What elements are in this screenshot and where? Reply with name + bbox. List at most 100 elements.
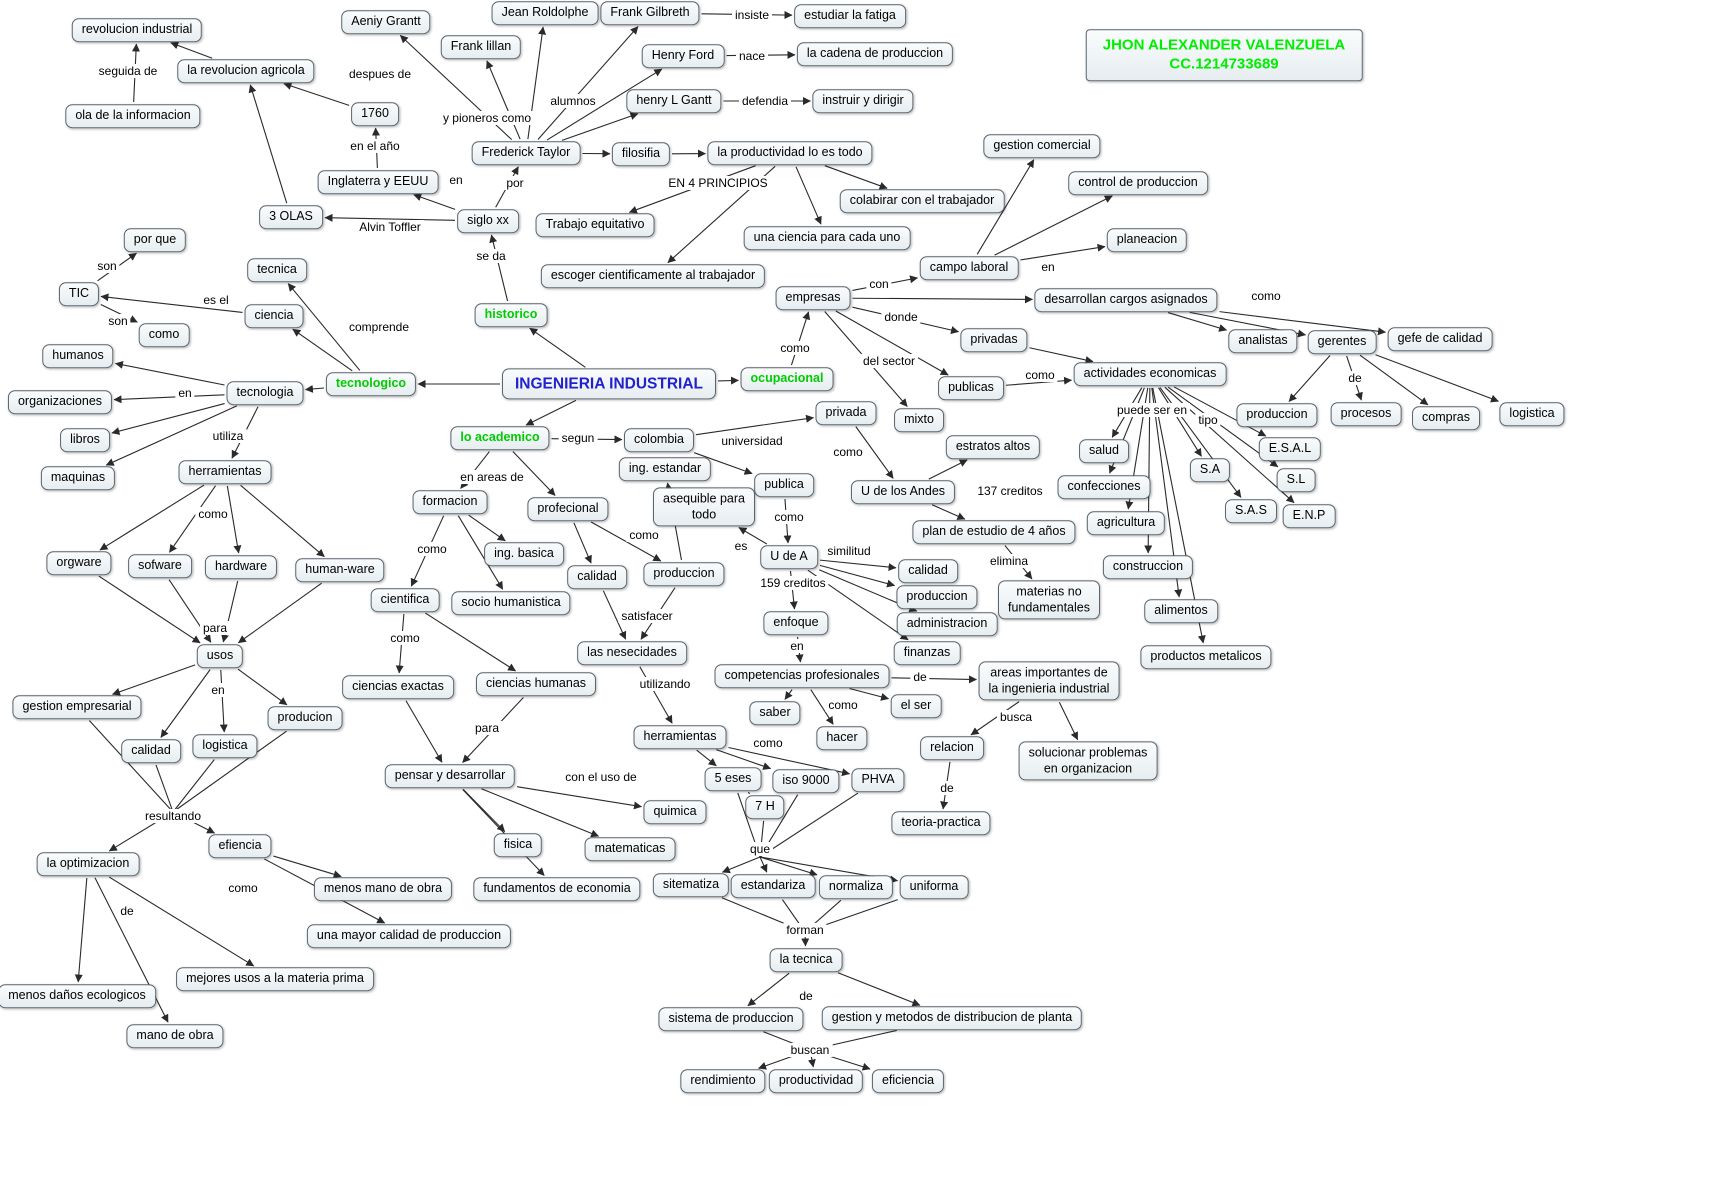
node-ingenieria[interactable]: INGENIERIA INDUSTRIAL (501, 368, 717, 400)
node-mejores-usos[interactable]: mejores usos a la materia prima (176, 967, 374, 991)
node-sistema-produccion[interactable]: sistema de produccion (658, 1007, 804, 1031)
node-el-ser[interactable]: el ser (890, 694, 942, 718)
node-actividades-economicas[interactable]: actividades economicas (1073, 362, 1227, 386)
node-privada[interactable]: privada (815, 401, 877, 425)
node-lo-academico[interactable]: lo academico (450, 426, 550, 450)
node-calidad3[interactable]: calidad (121, 739, 181, 763)
node-logistica2[interactable]: logistica (192, 734, 258, 758)
node-desarrollan-cargos[interactable]: desarrollan cargos asignados (1034, 288, 1218, 312)
node-colombia[interactable]: colombia (623, 428, 695, 452)
node-phva[interactable]: PHVA (851, 768, 905, 792)
node-tres-olas[interactable]: 3 OLAS (259, 205, 323, 229)
node-confecciones[interactable]: confecciones (1057, 475, 1151, 499)
node-cientifica[interactable]: cientifica (370, 588, 440, 612)
node-planeacion[interactable]: planeacion (1106, 228, 1188, 252)
node-gerentes[interactable]: gerentes (1307, 330, 1377, 354)
node-publica[interactable]: publica (754, 473, 814, 497)
node-mayor-calidad[interactable]: una mayor calidad de produccion (306, 924, 512, 948)
node-administracion[interactable]: administracion (896, 612, 998, 636)
node-compras[interactable]: compras (1412, 406, 1480, 430)
node-escoger[interactable]: escoger cientificamente al trabajador (540, 264, 766, 288)
node-ciencia[interactable]: ciencia (244, 304, 304, 328)
node-por-que[interactable]: por que (123, 228, 187, 252)
node-publicas[interactable]: publicas (938, 376, 1004, 400)
node-la-optimizacion[interactable]: la optimizacion (36, 852, 140, 876)
node-empresas[interactable]: empresas (775, 286, 851, 310)
node-ola-informacion[interactable]: ola de la informacion (65, 104, 201, 128)
node-tic[interactable]: TIC (58, 282, 100, 306)
node-organizaciones[interactable]: organizaciones (7, 390, 113, 414)
node-relacion[interactable]: relacion (920, 736, 984, 760)
node-enp[interactable]: E.N.P (1282, 504, 1336, 528)
node-name-box[interactable]: JHON ALEXANDER VALENZUELA CC.1214733689 (1085, 29, 1363, 81)
node-gestion-comercial[interactable]: gestion comercial (983, 134, 1101, 158)
node-produccion-t[interactable]: produccion (1236, 403, 1318, 427)
node-rev-agricola[interactable]: la revolucion agricola (177, 59, 315, 83)
node-gestion-metodos[interactable]: gestion y metodos de distribucion de pla… (821, 1006, 1083, 1030)
node-sofware[interactable]: sofware (128, 554, 192, 578)
node-analistas[interactable]: analistas (1228, 329, 1298, 353)
node-alimentos[interactable]: alimentos (1144, 599, 1218, 623)
node-inglaterra-eeuu[interactable]: Inglaterra y EEUU (317, 170, 439, 194)
node-quimica[interactable]: quimica (643, 800, 707, 824)
node-ciencias-humanas[interactable]: ciencias humanas (475, 672, 597, 696)
node-ocupacional[interactable]: ocupacional (740, 367, 834, 391)
node-producion[interactable]: producion (267, 706, 343, 730)
node-teoria-practica[interactable]: teoria-practica (891, 811, 991, 835)
node-rev-industrial[interactable]: revolucion industrial (71, 18, 203, 42)
node-frank-lillan[interactable]: Frank lillan (440, 35, 522, 59)
node-campo-laboral[interactable]: campo laboral (919, 256, 1019, 280)
node-herramientas1[interactable]: herramientas (178, 460, 272, 484)
node-siete-h[interactable]: 7 H (745, 795, 785, 819)
node-tecnologia[interactable]: tecnologia (226, 381, 304, 405)
node-mixto[interactable]: mixto (894, 408, 944, 432)
node-efiencia[interactable]: efiencia (208, 834, 272, 858)
node-jean-roldolphe[interactable]: Jean Roldolphe (491, 1, 599, 25)
node-productos-metalicos[interactable]: productos metalicos (1140, 645, 1272, 669)
node-hardware[interactable]: hardware (204, 555, 278, 579)
node-finanzas[interactable]: finanzas (893, 641, 961, 665)
node-procesos[interactable]: procesos (1330, 402, 1402, 426)
node-agricultura[interactable]: agricultura (1086, 511, 1166, 535)
node-u-de-a[interactable]: U de A (760, 545, 818, 569)
node-plan-estudio[interactable]: plan de estudio de 4 años (912, 520, 1076, 544)
node-rendimiento[interactable]: rendimiento (680, 1069, 766, 1093)
node-u-andes[interactable]: U de los Andes (850, 480, 956, 504)
node-privadas[interactable]: privadas (960, 328, 1028, 352)
node-gefe-calidad[interactable]: gefe de calidad (1387, 327, 1493, 351)
node-calidad2[interactable]: calidad (898, 559, 958, 583)
node-herramientas2[interactable]: herramientas (633, 725, 727, 749)
node-usos[interactable]: usos (196, 644, 244, 668)
node-estratos-altos[interactable]: estratos altos (945, 435, 1041, 459)
node-maquinas[interactable]: maquinas (40, 466, 116, 490)
node-normaliza[interactable]: normaliza (818, 875, 894, 899)
node-calidad1[interactable]: calidad (567, 565, 627, 589)
node-eficiencia[interactable]: eficiencia (871, 1069, 945, 1093)
node-cadena-produccion[interactable]: la cadena de produccion (796, 42, 954, 66)
node-produccion2[interactable]: produccion (896, 585, 978, 609)
node-frank-gilbreth[interactable]: Frank Gilbreth (600, 1, 700, 25)
node-enfoque[interactable]: enfoque (763, 611, 829, 635)
node-hacer[interactable]: hacer (816, 726, 868, 750)
node-menos-mano[interactable]: menos mano de obra (313, 877, 453, 901)
node-fundamentos-economia[interactable]: fundamentos de economia (473, 877, 641, 901)
node-ing-estandar[interactable]: ing. estandar (618, 457, 712, 481)
node-estudiar-fatiga[interactable]: estudiar la fatiga (794, 4, 906, 28)
node-henry-ford[interactable]: Henry Ford (641, 44, 725, 68)
node-logistica-t[interactable]: logistica (1499, 402, 1565, 426)
node-areas-importantes[interactable]: areas importantes de la ingenieria indus… (978, 661, 1120, 701)
node-construccion[interactable]: construccion (1102, 555, 1194, 579)
node-produccion1[interactable]: produccion (643, 562, 725, 586)
node-pensar[interactable]: pensar y desarrollar (384, 764, 516, 788)
node-trabajo-equitativo[interactable]: Trabajo equitativo (535, 213, 655, 237)
node-aeniy-grantt[interactable]: Aeniy Grantt (341, 10, 431, 34)
node-libros[interactable]: libros (60, 428, 110, 452)
node-human-ware[interactable]: human-ware (295, 558, 385, 582)
node-sitematiza[interactable]: sitematiza (652, 873, 730, 897)
node-fisica[interactable]: fisica (493, 833, 543, 857)
node-uniforma[interactable]: uniforma (899, 875, 969, 899)
node-sa[interactable]: S.A (1189, 458, 1231, 482)
node-socio-humanistica[interactable]: socio humanistica (451, 591, 571, 615)
node-saber[interactable]: saber (749, 701, 801, 725)
node-materias-no[interactable]: materias no fundamentales (997, 580, 1101, 620)
